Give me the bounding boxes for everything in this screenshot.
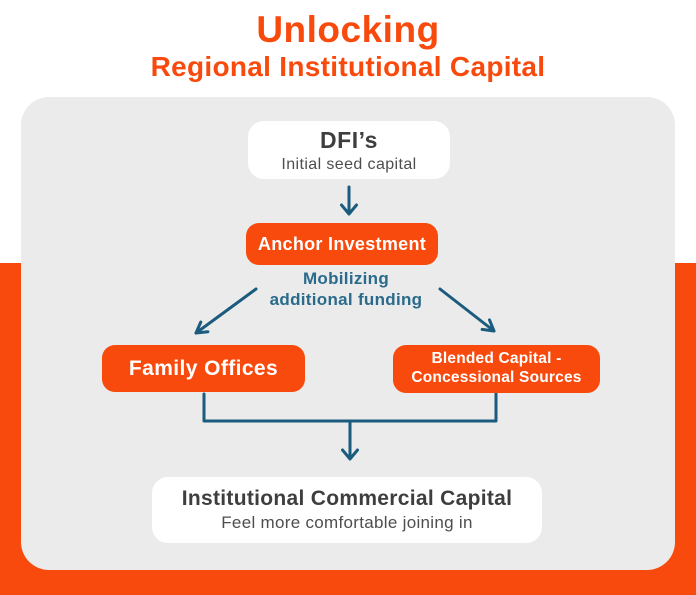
node-dfi-title: DFI’s <box>320 126 378 153</box>
page-title-line2: Regional Institutional Capital <box>150 50 546 82</box>
node-blended-capital: Blended Capital - Concessional Sources <box>393 345 600 393</box>
mobilizing-caption: Mobilizing additional funding <box>246 268 446 311</box>
mobilizing-caption-line1: Mobilizing <box>302 269 390 288</box>
node-family-offices: Family Offices <box>102 345 305 392</box>
node-blended-capital-label: Blended Capital - Concessional Sources <box>411 350 581 387</box>
node-commercial-title: Institutional Commercial Capital <box>181 487 513 510</box>
page-title-line1: Unlocking <box>256 9 440 50</box>
page-title: Unlocking Regional Institutional Capital <box>0 9 696 83</box>
mobilizing-caption-line2: additional funding <box>269 290 423 310</box>
node-commercial-subtitle: Feel more comfortable joining in <box>221 513 473 532</box>
node-family-offices-label: Family Offices <box>128 356 279 380</box>
node-dfi-subtitle: Initial seed capital <box>281 155 417 173</box>
node-blended-capital-line2: Concessional Sources <box>411 369 582 386</box>
node-blended-capital-line1: Blended Capital - <box>431 350 562 368</box>
node-institutional-commercial-capital: Institutional Commercial Capital Feel mo… <box>152 477 542 543</box>
node-dfi: DFI’s Initial seed capital <box>248 121 450 179</box>
node-anchor-investment-label: Anchor Investment <box>257 233 427 254</box>
node-anchor-investment: Anchor Investment <box>246 223 438 265</box>
